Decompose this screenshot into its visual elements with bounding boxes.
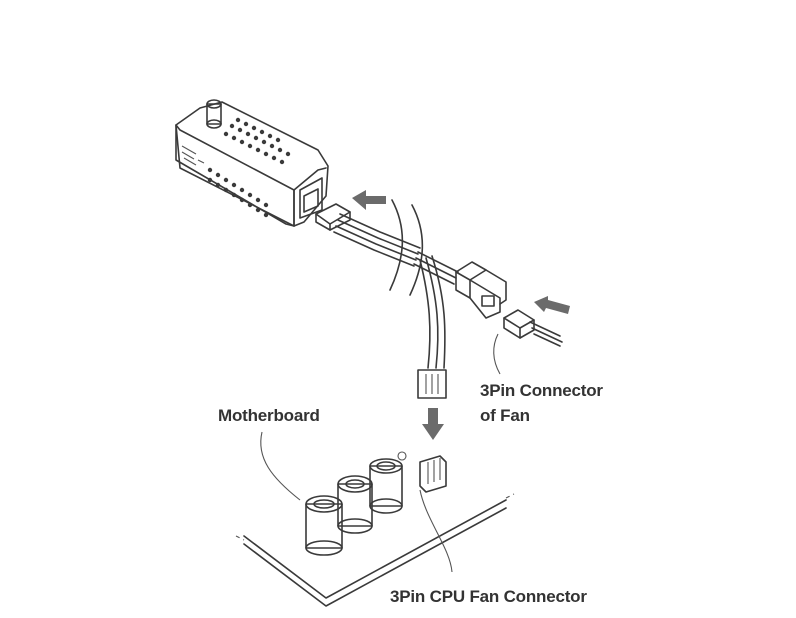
insert-arrow-controller xyxy=(352,190,386,210)
leader-line-fan-connector xyxy=(493,333,501,375)
vent-holes-front xyxy=(207,167,269,218)
cpu-fan-header xyxy=(419,455,447,493)
fan-controller-module xyxy=(175,99,329,227)
motherboard xyxy=(235,451,515,607)
leader-line-motherboard xyxy=(260,431,301,501)
cable-bundle xyxy=(333,199,459,369)
leader-line-cpu-fan xyxy=(419,489,453,573)
vent-holes-top xyxy=(223,117,291,165)
label-fan-connector-line1: 3Pin Connector xyxy=(480,381,603,400)
capacitor xyxy=(305,495,343,556)
insert-arrow-fan xyxy=(534,296,570,314)
capacitor xyxy=(369,458,403,514)
insert-arrow-cpu xyxy=(422,408,444,440)
label-fan-connector-line2: of Fan xyxy=(480,406,530,425)
label-motherboard: Motherboard xyxy=(218,406,320,425)
fan-3pin-connector xyxy=(503,309,563,347)
cpu-plug xyxy=(417,369,447,399)
splitter-fan-connector xyxy=(455,261,507,319)
knob xyxy=(206,99,222,129)
capacitor xyxy=(337,475,373,534)
label-cpu-fan-connector: 3Pin CPU Fan Connector xyxy=(390,587,587,606)
